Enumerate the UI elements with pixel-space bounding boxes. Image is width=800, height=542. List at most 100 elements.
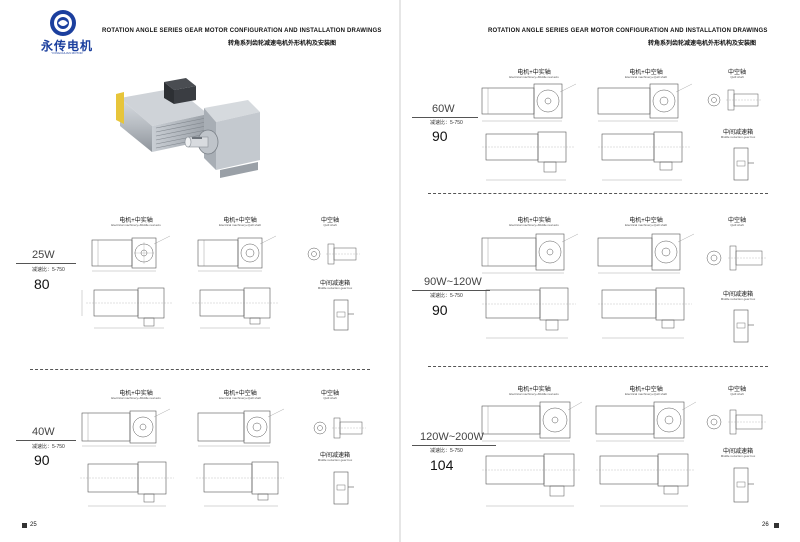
ratio-label: 减速比：5-750 — [32, 444, 65, 450]
page-title-cn: 转角系列齿轮减速电机外形机构及安装图 — [228, 41, 337, 47]
col-sub-solid: Electrical machinery+Middle real axis — [509, 223, 559, 227]
col-title-middle-box: 中间减速箱 — [319, 281, 350, 287]
ratio-label: 减速比：5-750 — [32, 267, 65, 273]
page-title-en: ROTATION ANGLE SERIES GEAR MOTOR CONFIGU… — [488, 28, 768, 34]
frame-size: 90 — [432, 128, 448, 144]
gear-motor-photo — [116, 78, 260, 178]
col-sub-solid: Electrical machinery+Middle real axis — [509, 75, 559, 79]
col-sub-quill: Quill shaft — [730, 392, 744, 396]
col-title-quill: 中空轴 — [727, 218, 746, 224]
brand-logo: 永传电机 YONGCHUAN MOTOR — [32, 8, 102, 55]
col-sub-quill: Quill shaft — [730, 223, 744, 227]
col-title-hollow: 电机+中空轴 — [629, 218, 663, 224]
drawing-quill-shaft — [706, 245, 766, 271]
col-title-quill: 中空轴 — [727, 387, 746, 393]
drawing-hollow-top — [192, 287, 278, 329]
drawing-solid-top — [482, 287, 576, 339]
drawing-hollow-front — [197, 408, 285, 447]
page-arrow-icon — [774, 523, 779, 528]
watt-rule — [16, 440, 76, 441]
drawing-middle-box — [333, 299, 354, 331]
page-arrow-icon — [22, 523, 27, 528]
section-divider — [30, 369, 370, 370]
col-sub-middle-box: Middle reduction gear box — [720, 297, 756, 301]
drawing-solid-front — [481, 401, 583, 442]
watt-label: 120W~200W — [420, 431, 484, 443]
drawing-hollow-front — [197, 235, 277, 272]
drawing-solid-top — [81, 287, 172, 329]
col-title-solid: 电机+中实轴 — [119, 391, 153, 397]
drawing-middle-box — [333, 471, 354, 505]
drawing-solid-front — [91, 235, 171, 272]
page-gutter — [399, 0, 401, 542]
col-sub-quill: Quill shaft — [730, 75, 744, 79]
drawing-hollow-front — [597, 233, 695, 274]
drawing-solid-top — [482, 453, 580, 507]
ratio-label: 减速比：5-750 — [430, 293, 463, 299]
left-page: 永传电机 YONGCHUAN MOTOR ROTATION ANGLE SERI… — [16, 8, 382, 528]
col-sub-hollow: Electrical machinery+Quill shaft — [625, 75, 667, 79]
drawing-solid-front — [81, 408, 171, 447]
drawing-solid-top — [80, 461, 174, 507]
col-title-hollow: 电机+中空轴 — [223, 218, 257, 224]
col-title-quill: 中空轴 — [320, 391, 339, 397]
col-sub-solid: Electrical machinery+Middle real axis — [509, 392, 559, 396]
col-sub-hollow: Electrical machinery+Quill shaft — [219, 223, 261, 227]
col-title-middle-box: 中间减速箱 — [722, 292, 753, 298]
page-title-en: ROTATION ANGLE SERIES GEAR MOTOR CONFIGU… — [102, 28, 382, 34]
brand-name-en: YONGCHUAN MOTOR — [51, 51, 83, 55]
drawing-hollow-front — [595, 401, 697, 442]
col-sub-middle-box: Middle reduction gear box — [720, 454, 756, 458]
watt-rule — [412, 290, 490, 291]
col-title-middle-box: 中间减速箱 — [319, 453, 350, 459]
page-number: 26 — [762, 522, 769, 528]
col-title-middle-box: 中间减速箱 — [722, 449, 753, 455]
section-divider — [428, 366, 768, 367]
frame-size: 90 — [34, 452, 50, 468]
ratio-label: 减速比：5-750 — [430, 448, 463, 454]
drawing-middle-box — [733, 309, 754, 343]
brand-name: 永传电机 — [40, 39, 93, 53]
right-page: ROTATION ANGLE SERIES GEAR MOTOR CONFIGU… — [400, 0, 800, 542]
drawing-quill-shaft — [707, 89, 762, 111]
watt-rule — [16, 263, 76, 264]
drawing-solid-top — [482, 131, 574, 181]
col-title-hollow: 电机+中空轴 — [629, 387, 663, 393]
col-sub-hollow: Electrical machinery+Quill shaft — [219, 396, 261, 400]
drawing-solid-front — [481, 233, 579, 274]
drawing-quill-shaft — [313, 417, 366, 439]
col-title-solid: 电机+中实轴 — [119, 218, 153, 224]
watt-rule — [412, 117, 478, 118]
ratio-label: 减速比：5-750 — [430, 120, 463, 126]
section-divider — [428, 193, 768, 194]
col-sub-middle-box: Middle reduction gear box — [317, 286, 353, 290]
watt-label: 90W~120W — [424, 276, 482, 288]
col-sub-hollow: Electrical machinery+Quill shaft — [625, 223, 667, 227]
drawing-solid-front — [481, 83, 577, 122]
col-title-solid: 电机+中实轴 — [517, 218, 551, 224]
col-title-hollow: 电机+中空轴 — [629, 70, 663, 76]
drawing-hollow-top — [598, 131, 690, 181]
watt-label: 60W — [432, 103, 455, 115]
col-sub-quill: Quill shaft — [323, 223, 337, 227]
page-title-cn: 转角系列齿轮减速电机外形机构及安装图 — [648, 41, 757, 47]
watt-rule — [412, 445, 496, 446]
frame-size: 80 — [34, 276, 50, 292]
frame-size: 104 — [430, 457, 454, 473]
frame-size: 90 — [432, 302, 448, 318]
drawing-hollow-top — [598, 287, 692, 339]
drawing-middle-box — [733, 467, 754, 503]
col-sub-middle-box: Middle reduction gear box — [317, 458, 353, 462]
col-title-solid: 电机+中实轴 — [517, 387, 551, 393]
watt-label: 25W — [32, 249, 55, 261]
col-title-quill: 中空轴 — [727, 70, 746, 76]
drawing-hollow-top — [596, 453, 694, 507]
drawing-middle-box — [733, 147, 754, 181]
col-sub-hollow: Electrical machinery+Quill shaft — [625, 392, 667, 396]
col-sub-solid: Electrical machinery+Middle real axis — [111, 223, 161, 227]
drawing-quill-shaft — [706, 409, 766, 435]
col-title-quill: 中空轴 — [320, 218, 339, 224]
col-title-middle-box: 中间减速箱 — [722, 130, 753, 136]
drawing-hollow-front — [597, 83, 693, 122]
drawing-hollow-top — [196, 461, 284, 507]
